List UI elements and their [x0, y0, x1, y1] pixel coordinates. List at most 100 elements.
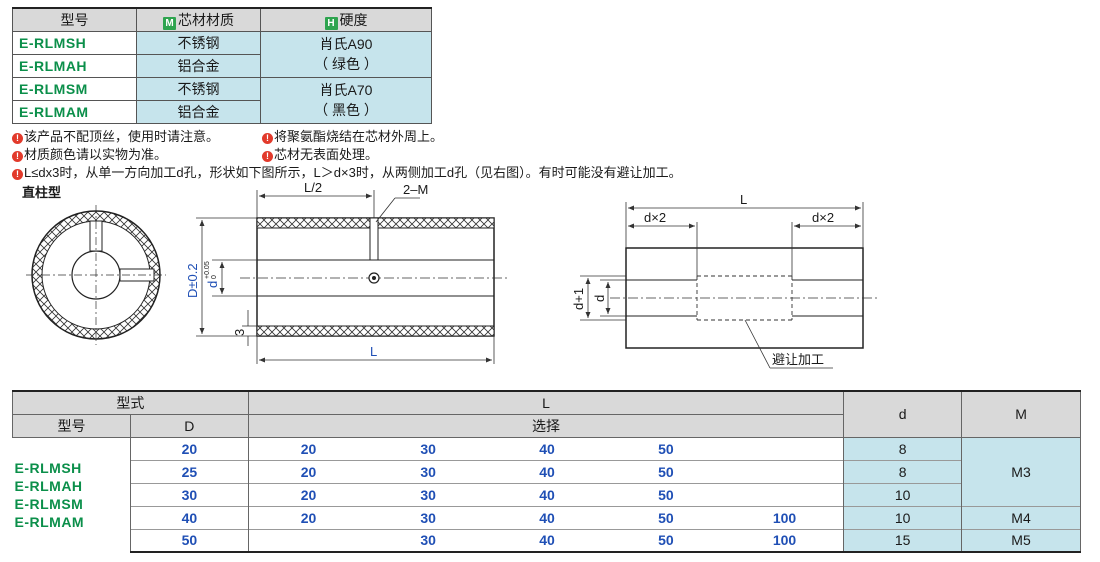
warning-icon: ! — [12, 151, 23, 162]
model-code: E-RLMAM — [12, 99, 137, 124]
length-option: 40 — [488, 505, 606, 529]
length-option: 40 — [488, 436, 606, 460]
inner-diameter-label: d — [205, 281, 220, 288]
length-option: 30 — [368, 528, 489, 553]
note-line-5: !L≤dx3时，从单一方向加工d孔，形状如下图所示，L＞d×3时，从两侧加工d孔… — [12, 162, 682, 181]
side-view: L/2 2–M D±0.2 d +0.05 0 3 L — [185, 180, 510, 364]
half-length-label: L/2 — [304, 180, 322, 195]
length-option: 50 — [605, 436, 726, 460]
right-depth-label: d×2 — [812, 210, 834, 225]
outer-dia-value: 40 — [130, 505, 249, 529]
note-line-4: !芯材无表面处理。 — [262, 144, 378, 163]
hole-diameter-label: d — [592, 295, 607, 302]
m-tag-icon: M — [163, 16, 176, 30]
relief-diameter-label: d+1 — [571, 288, 586, 310]
hole-d-value: 15 — [843, 528, 963, 553]
core-material: 铝合金 — [136, 53, 261, 78]
core-material: 不锈钢 — [136, 76, 261, 101]
m-header: M — [961, 390, 1081, 438]
length-header: L — [247, 390, 845, 415]
outer-dia-value: 50 — [130, 528, 249, 553]
note-line-1: !该产品不配顶丝，使用时请注意。 — [12, 126, 219, 145]
length-option: 30 — [368, 482, 489, 506]
length-option: 50 — [605, 482, 726, 506]
thread-value: M5 — [961, 528, 1081, 553]
hardness-header-label: 硬度 — [339, 11, 368, 28]
hole-d-value: 8 — [843, 459, 963, 483]
length-option — [725, 459, 845, 483]
note-text: 该产品不配顶丝，使用时请注意。 — [24, 129, 220, 144]
model-header: 型号 — [12, 7, 137, 32]
hole-d-value: 10 — [843, 482, 963, 506]
left-depth-label: d×2 — [644, 210, 666, 225]
spec-row: 30 20 30 40 50 10 — [13, 482, 1081, 506]
length-option: 40 — [488, 459, 606, 483]
core-material: 不锈钢 — [136, 30, 261, 55]
length-option: 30 — [368, 436, 489, 460]
length-option: 40 — [488, 528, 606, 553]
core-header-label: 芯材材质 — [178, 11, 234, 28]
model-code: E-RLMAH — [12, 53, 137, 78]
outer-diameter-label: D±0.2 — [185, 263, 200, 298]
model-code: E-RLMAM — [14, 513, 85, 530]
tolerance-lower: 0 — [211, 275, 218, 279]
note-line-3: !材质颜色请以实物为准。 — [12, 144, 167, 163]
outer-dia-header: D — [129, 413, 249, 438]
relief-label: 避让加工 — [772, 352, 824, 367]
outer-dia-value: 25 — [130, 459, 249, 483]
length-option — [725, 482, 845, 506]
wall-thickness-label: 3 — [232, 329, 247, 336]
hardness-cell: 肖氏A90（ 绿色 ） — [260, 30, 432, 78]
end-view — [26, 205, 166, 345]
spec-header-row: 型号 D 选择 — [12, 413, 1081, 438]
hole-d-value: 8 — [843, 436, 963, 460]
thread-value: M3 — [961, 436, 1081, 506]
core-material: 铝合金 — [136, 99, 261, 124]
model-code: E-RLMSH — [12, 30, 137, 55]
length-option: 20 — [248, 505, 369, 529]
length-option: 40 — [488, 482, 606, 506]
length-option: 100 — [725, 505, 845, 529]
note-text: 芯材无表面处理。 — [274, 147, 379, 162]
length-option — [248, 528, 369, 553]
spec-row: 50 30 40 50 100 15 M5 — [13, 528, 1081, 553]
length-label: L — [370, 344, 377, 359]
length-option: 20 — [248, 459, 369, 483]
material-row: E-RLMAM 铝合金 — [12, 99, 432, 124]
model-code: E-RLMAH — [14, 477, 83, 494]
hardness-color: （ 黑色 ） — [314, 102, 378, 118]
note-text: 将聚氨酯烧结在芯材外周上。 — [274, 129, 444, 144]
spec-header-row: 型式 L d M — [12, 390, 1081, 438]
model-code: E-RLMSM — [14, 495, 84, 512]
spec-row: 25 20 30 40 50 8 — [13, 459, 1081, 483]
model-header: 型号 — [12, 413, 131, 438]
material-row: E-RLMSM 不锈钢 肖氏A70 （ 黑色 ） — [12, 76, 432, 124]
length-option: 50 — [605, 528, 726, 553]
spec-table: 型式 L d M 型号 D 选择 E-RLMSH E-RLMAH E-RLMSM… — [12, 390, 1081, 553]
type-label: 直柱型 — [22, 185, 61, 200]
length-option: 30 — [368, 505, 489, 529]
warning-icon: ! — [12, 169, 23, 180]
spec-row: 40 20 30 40 50 100 10 M4 — [13, 505, 1081, 529]
note-line-2: !将聚氨酯烧结在芯材外周上。 — [262, 126, 443, 145]
technical-drawing: 直柱型 L/2 2–M D±0.2 — [22, 180, 880, 369]
model-code: E-RLMSM — [12, 76, 137, 101]
length-option — [725, 436, 845, 460]
length-option: 50 — [605, 505, 726, 529]
hole-d-value: 10 — [843, 505, 963, 529]
hardness-value: 肖氏A70 — [319, 82, 373, 98]
warning-icon: ! — [12, 133, 23, 144]
select-header: 选择 — [247, 413, 845, 438]
material-row: E-RLMSH 不锈钢 肖氏A90（ 绿色 ） — [12, 30, 432, 78]
screw-label: 2–M — [403, 182, 428, 197]
spec-row: E-RLMSH E-RLMAH E-RLMSM E-RLMAM 20 20 30… — [12, 436, 1081, 552]
h-tag-icon: H — [324, 16, 338, 30]
model-codes-cell: E-RLMSH E-RLMAH E-RLMSM E-RLMAM — [12, 436, 131, 552]
note-text: L≤dx3时，从单一方向加工d孔，形状如下图所示，L＞d×3时，从两侧加工d孔（… — [24, 165, 682, 180]
hardness-cell: 肖氏A70 （ 黑色 ） — [260, 76, 432, 124]
material-row: E-RLMAH 铝合金 — [12, 53, 432, 78]
